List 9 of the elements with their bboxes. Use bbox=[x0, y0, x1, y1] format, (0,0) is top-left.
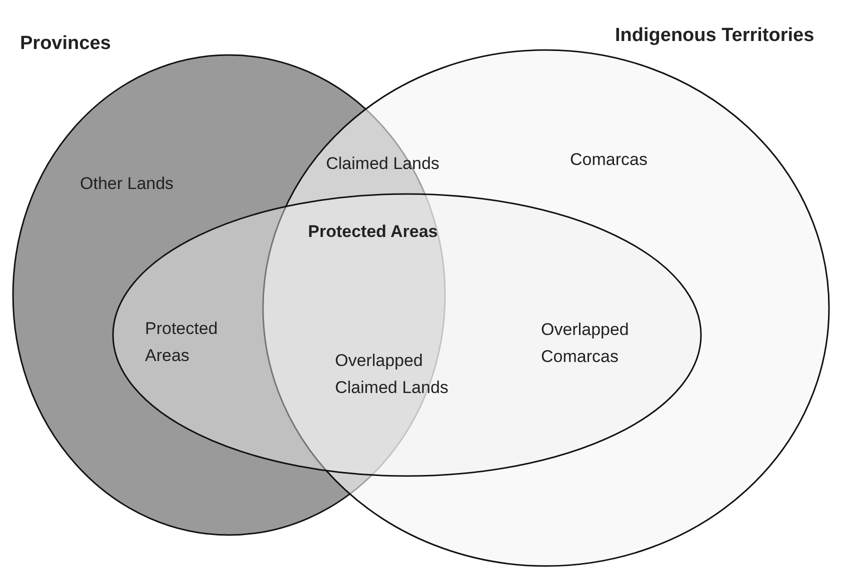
region-label: Comarcas bbox=[570, 149, 648, 171]
set-heading: Indigenous Territories bbox=[615, 24, 814, 48]
set-heading: Protected Areas bbox=[308, 221, 438, 243]
set-heading: Provinces bbox=[20, 32, 111, 56]
region-label: Other Lands bbox=[80, 173, 175, 195]
region-label: Protected Areas bbox=[145, 318, 219, 367]
region-label: Overlapped Claimed Lands bbox=[335, 350, 450, 399]
region-label: Overlapped Comarcas bbox=[541, 319, 630, 368]
region-label: Claimed Lands bbox=[326, 153, 440, 175]
